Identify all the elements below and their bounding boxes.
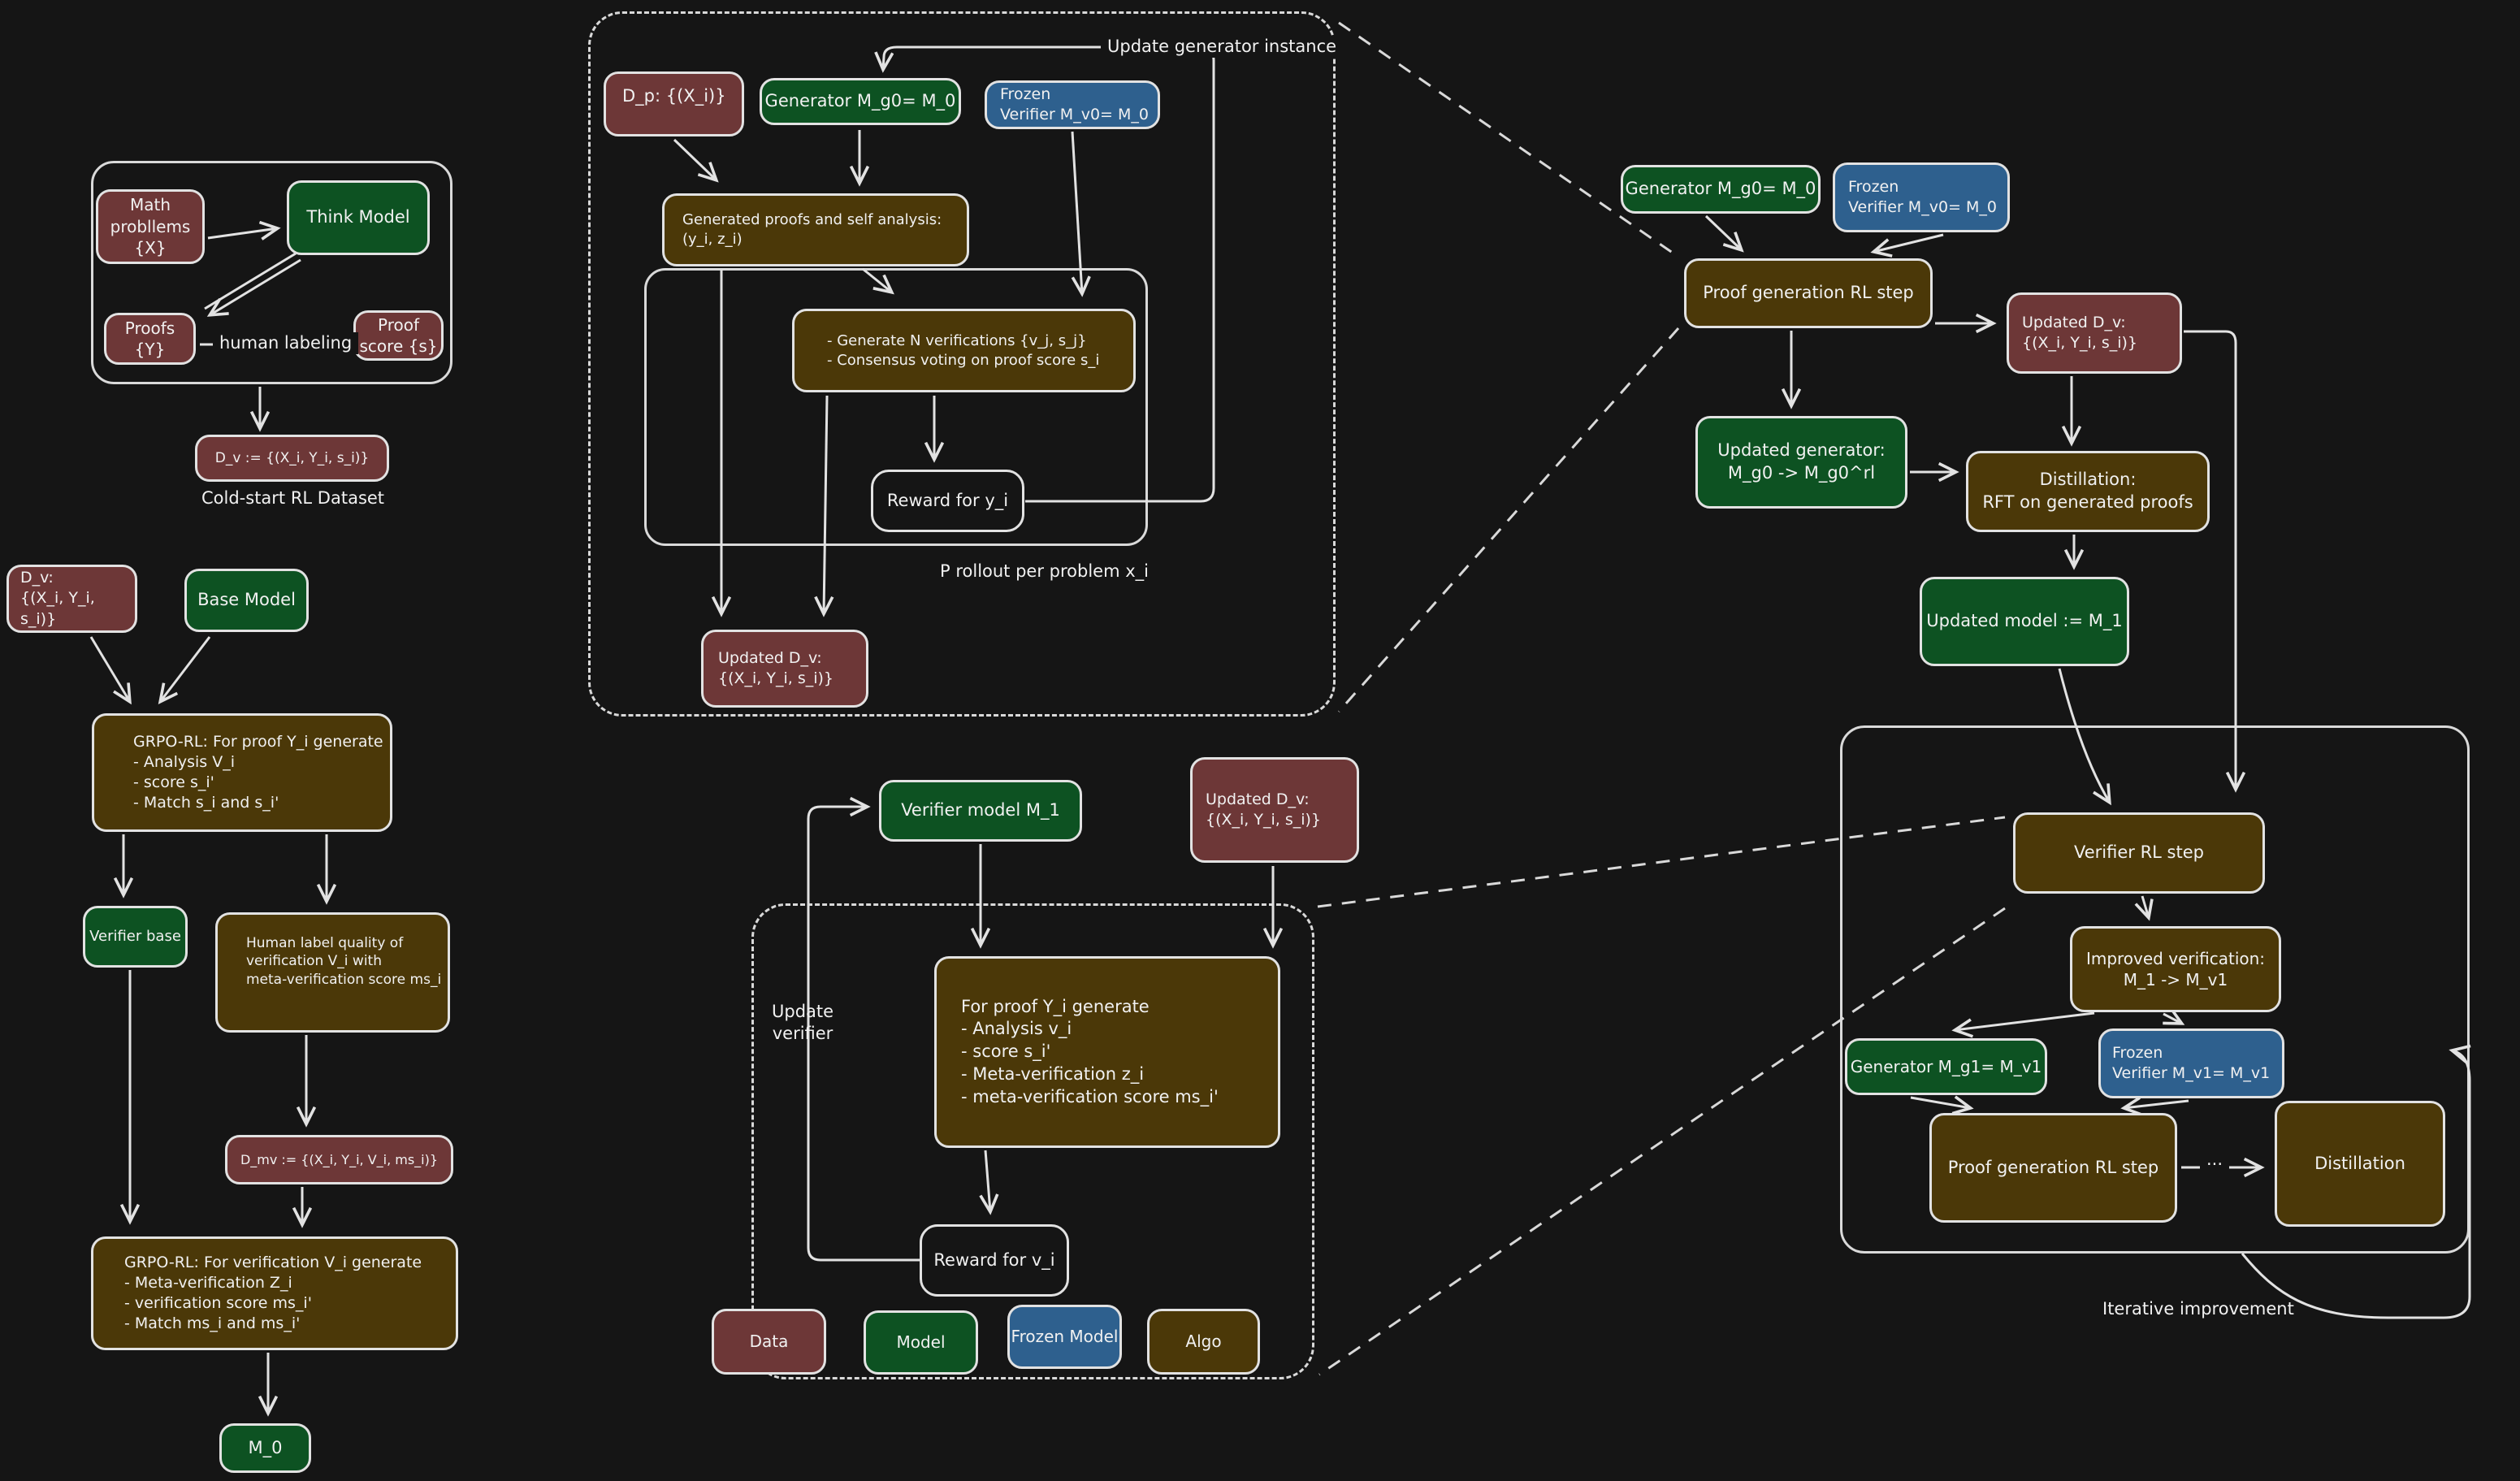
legend-model-box: Model (864, 1310, 978, 1375)
cold-start-caption: Cold-start RL Dataset (201, 488, 385, 508)
rollout-inner-container (644, 268, 1148, 546)
dv-dataset-box: D_v: {(X_i, Y_i, s_i)} (6, 565, 137, 633)
distillation-rft-box: Distillation: RFT on generated proofs (1966, 451, 2210, 532)
improved-verification-box: Improved verification: M_1 -> M_v1 (2070, 926, 2281, 1012)
legend-frozen-model-box: Frozen Model (1007, 1305, 1122, 1369)
proof-generation-rl-step-box: Proof generation RL step (1684, 258, 1933, 328)
m0-box: M_0 (219, 1423, 311, 1473)
human-labeling-label: human labeling (213, 332, 359, 355)
dmv-dataset-box: D_mv := {(X_i, Y_i, V_i, ms_i)} (225, 1135, 453, 1184)
update-generator-instance-label: Update generator instance (1101, 36, 1344, 58)
frozen-verifier-mv0-box: Frozen Verifier M_v0= M_0 (985, 80, 1160, 129)
generator-mg1-box: Generator M_g1= M_v1 (1845, 1038, 2047, 1095)
dp-dataset-box: D_p: {(X_i)} (604, 71, 744, 136)
legend-data-box: Data (712, 1309, 826, 1375)
frozen-verifier-mv0-right-box: Frozen Verifier M_v0= M_0 (1833, 162, 2010, 232)
zoom-link-dashes (1317, 21, 2006, 1376)
grpo-verification-box: GRPO-RL: For verification V_i generate -… (91, 1236, 458, 1350)
reward-vi-box: Reward for v_i (920, 1224, 1069, 1297)
generator-mg0-box: Generator M_g0= M_0 (760, 78, 961, 125)
verifier-base-box: Verifier base (83, 906, 188, 968)
proofs-box: Proofs {Y} (104, 313, 196, 365)
frozen-verifier-mv1-box: Frozen Verifier M_v1= M_v1 (2098, 1028, 2284, 1098)
generate-n-verifications-box: - Generate N verifications {v_j, s_j} - … (792, 309, 1136, 392)
proof-rollout-dashed-container (588, 11, 1336, 717)
cold-start-dataset-box: D_v := {(X_i, Y_i, s_i)} (195, 435, 389, 482)
proof-score-box: Proof score {s} (353, 310, 444, 361)
verifier-model-m1-box: Verifier model M_1 (879, 780, 1082, 842)
iterative-improvement-caption: Iterative improvement (2102, 1299, 2294, 1319)
updated-dv-rollout-box: Updated D_v: {(X_i, Y_i, s_i)} (701, 630, 868, 708)
proof-generation-rl-step-2-box: Proof generation RL step (1929, 1113, 2177, 1223)
updated-dv-right-box: Updated D_v: {(X_i, Y_i, s_i)} (2007, 292, 2182, 374)
updated-dv-verifier-box: Updated D_v: {(X_i, Y_i, s_i)} (1190, 757, 1359, 863)
base-model-box: Base Model (184, 569, 309, 632)
update-verifier-label: Update verifier (772, 1002, 834, 1044)
verifier-rl-step-box: Verifier RL step (2013, 812, 2265, 894)
distillation-2-box: Distillation (2275, 1101, 2445, 1227)
p-rollout-caption: P rollout per problem x_i (940, 561, 1149, 581)
cold-start-container (91, 161, 452, 384)
legend-algo-box: Algo (1147, 1309, 1260, 1375)
human-label-quality-box: Human label quality of verification V_i … (215, 912, 450, 1033)
updated-generator-box: Updated generator: M_g0 -> M_g0^rl (1695, 416, 1907, 509)
ellipsis-label: ... (2200, 1149, 2230, 1171)
think-model-box: Think Model (287, 180, 430, 255)
generator-mg0-right-box: Generator M_g0= M_0 (1621, 165, 1821, 214)
updated-model-m1-box: Updated model := M_1 (1920, 577, 2129, 666)
generated-proofs-box: Generated proofs and self analysis: (y_i… (662, 193, 969, 266)
math-problems-box: Math probllems {X} (96, 189, 205, 264)
reward-yi-box: Reward for y_i (871, 470, 1024, 532)
for-proof-generate-box: For proof Y_i generate - Analysis v_i - … (934, 956, 1280, 1148)
solid-arrows (89, 45, 2470, 1414)
grpo-proof-box: GRPO-RL: For proof Y_i generate - Analys… (92, 713, 392, 832)
iterative-container (1840, 725, 2470, 1254)
verifier-rl-dashed-container (751, 903, 1314, 1379)
